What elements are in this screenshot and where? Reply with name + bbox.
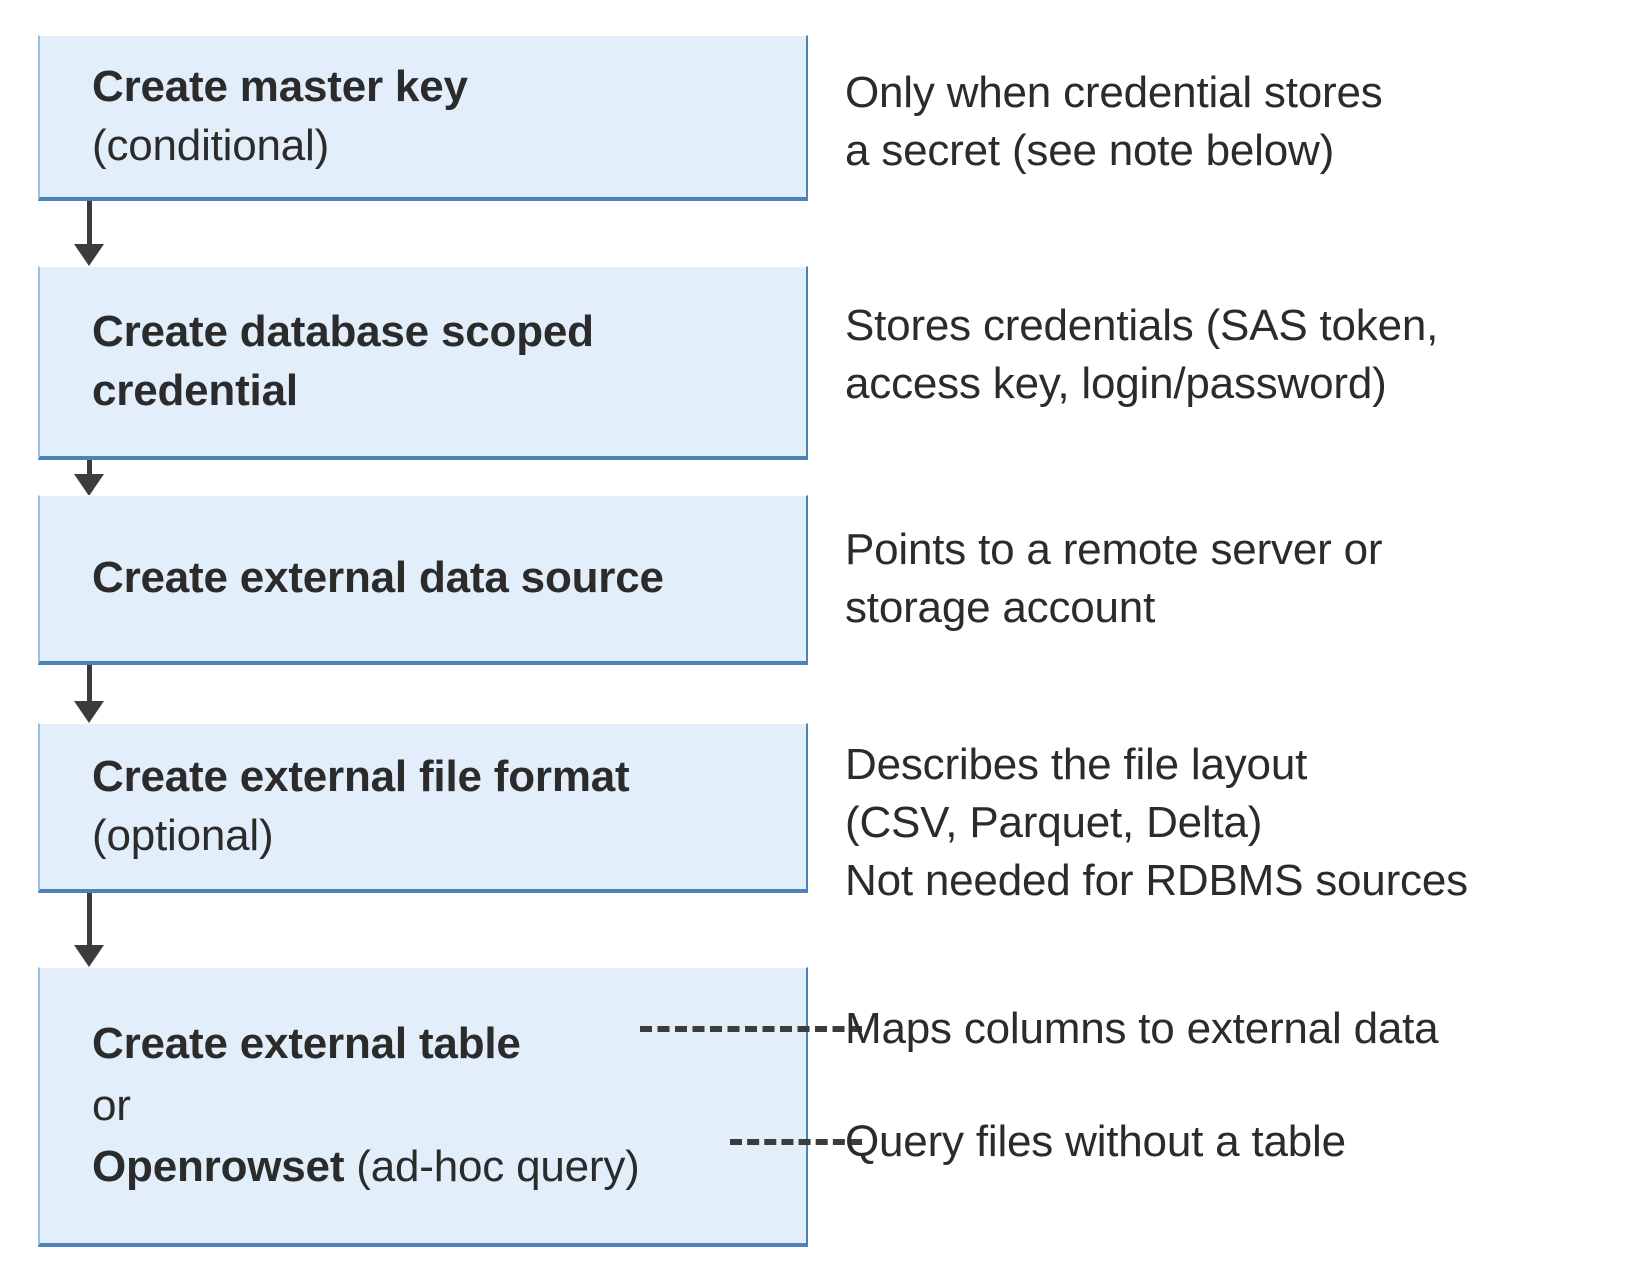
note-create-database-scoped-credential: Stores credentials (SAS token, access ke…	[845, 297, 1438, 413]
note-line: Describes the file layout	[845, 740, 1308, 789]
note-line: storage account	[845, 583, 1156, 633]
dashed-connector-openrowset	[730, 1139, 862, 1145]
step-box-create-external-file-format[interactable]: Create external file format (optional)	[38, 723, 808, 893]
step-qualifier-optional: (optional)	[92, 810, 274, 860]
step-separator-or: or	[92, 1080, 131, 1130]
step-box-create-external-table-or-openrowset[interactable]: Create external table or Openrowset (ad-…	[38, 967, 808, 1247]
note-line: a secret (see note below)	[845, 126, 1335, 176]
note-create-external-file-format: Describes the file layout (CSV, Parquet,…	[845, 736, 1468, 910]
note-line: Only when credential stores	[845, 68, 1383, 117]
note-line: Not needed for RDBMS sources	[845, 856, 1468, 906]
step-heading-create-external-file-format: Create external file format	[92, 751, 630, 801]
step-heading-create-external-table: Create external table	[92, 1019, 521, 1069]
dashed-connector-external-table	[640, 1026, 862, 1032]
note-line: (CSV, Parquet, Delta)	[845, 798, 1263, 848]
note-line: access key, login/password)	[845, 359, 1387, 409]
openrowset-label: Openrowset	[92, 1142, 345, 1192]
step-heading-create-external-data-source: Create external data source	[92, 553, 664, 603]
openrowset-qualifier: (ad-hoc query)	[344, 1142, 640, 1192]
note-openrowset: Query files without a table	[845, 1117, 1346, 1166]
note-line: Stores credentials (SAS token,	[845, 301, 1439, 350]
note-create-master-key: Only when credential stores a secret (se…	[845, 64, 1383, 180]
step-box-create-external-data-source[interactable]: Create external data source	[38, 495, 808, 665]
arrow-down-icon-1	[74, 201, 104, 266]
step-box-create-database-scoped-credential[interactable]: Create database scoped credential	[38, 266, 808, 460]
note-line: Points to a remote server or	[845, 525, 1383, 574]
arrow-down-icon-2	[74, 460, 104, 496]
step-heading-create-master-key: Create master key	[92, 61, 468, 111]
note-create-external-data-source: Points to a remote server or storage acc…	[845, 521, 1382, 637]
arrow-down-icon-4	[74, 893, 104, 967]
note-create-external-table: Maps columns to external data	[845, 1004, 1439, 1053]
step-heading-line-2: credential	[92, 365, 298, 415]
step-box-create-master-key[interactable]: Create master key (conditional)	[38, 35, 808, 201]
step-qualifier-conditional: (conditional)	[92, 120, 330, 170]
arrow-down-icon-3	[74, 665, 104, 723]
step-heading-line-1: Create database scoped	[92, 306, 594, 356]
step-alternative-openrowset: Openrowset (ad-hoc query)	[40, 1136, 806, 1198]
